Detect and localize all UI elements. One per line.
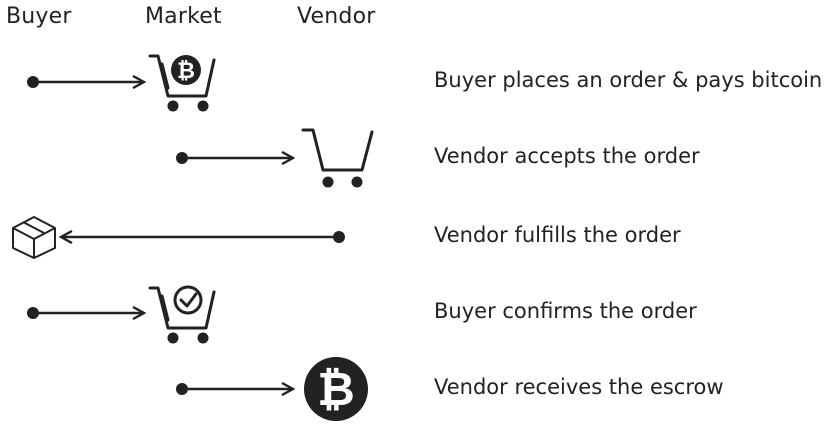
cart-bitcoin-icon: ₿ xyxy=(148,54,216,112)
step-4-arrow xyxy=(27,307,143,319)
step-5-label: Vendor receives the escrow xyxy=(434,375,724,399)
column-header-buyer: Buyer xyxy=(6,4,72,29)
step-3-arrow xyxy=(62,231,345,243)
column-header-market: Market xyxy=(145,4,222,29)
step-4-label: Buyer confirms the order xyxy=(434,299,697,323)
step-2-arrow xyxy=(176,152,292,164)
step-3-label: Vendor fulfills the order xyxy=(434,223,681,247)
step-2-label: Vendor accepts the order xyxy=(434,144,700,168)
package-box-icon xyxy=(12,216,56,259)
step-1-arrow xyxy=(27,76,143,88)
step-5-arrow xyxy=(176,383,292,395)
column-header-vendor: Vendor xyxy=(297,4,376,29)
svg-text:₿: ₿ xyxy=(177,59,195,84)
svg-text:₿: ₿ xyxy=(317,362,355,416)
empty-cart-icon xyxy=(301,128,374,188)
cart-check-icon xyxy=(148,285,216,344)
bitcoin-icon: ₿ xyxy=(304,357,368,421)
step-1-label: Buyer places an order & pays bitcoin xyxy=(434,68,823,92)
